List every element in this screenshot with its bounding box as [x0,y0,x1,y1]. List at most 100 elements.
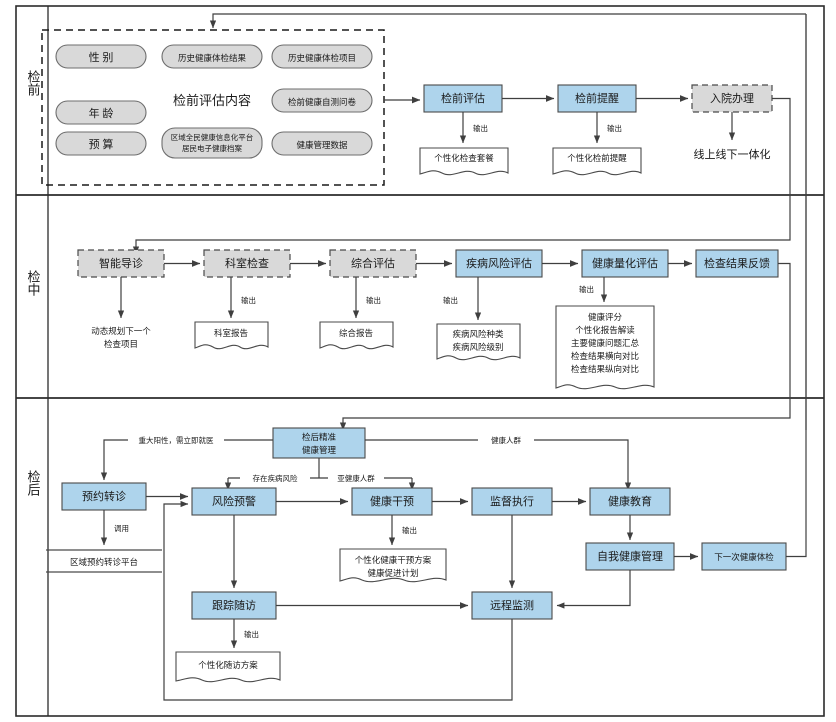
mid-step-label-4: 健康量化评估 [592,256,658,270]
post-step-label-2: 健康干预 [370,494,414,508]
post-output-doc-label-1: 个性化随访方案 [198,660,258,670]
mid-output-doc-label-3a: 健康评分 [588,312,623,322]
pre-input-label-1: 年 龄 [89,106,114,120]
post-step-5: 自我健康管理 [585,542,675,571]
post-output-connector-0: 输出 [402,525,417,535]
post-output-doc-label-0b: 健康促进计划 [367,568,418,578]
pre-step-label-2: 入院办理 [710,91,754,105]
mid-output-connector-0: 输出 [241,295,256,305]
mid-step-2: 综合评估 [329,249,417,278]
pre-output-doc-0: 个性化检查套餐 [419,147,509,176]
lane-label-post-text: 检后 [25,470,41,496]
pre-input-label-6: 检前健康自测问卷 [288,97,357,107]
post-step-label-6: 下一次健康体检 [714,552,774,562]
pre-step-2: 入院办理 [691,84,773,113]
mid-output-connector-2: 输出 [443,295,458,305]
pre-note: 线上线下一体化 [694,147,771,161]
mid-note-line2: 检查项目 [104,339,138,349]
lane-frame [15,5,825,717]
pre-output-doc-label-1: 个性化检前提醒 [567,153,627,163]
pre-input-pill-6: 检前健康自测问卷 [271,88,373,113]
pre-input-label-3: 历史健康体检结果 [178,53,247,63]
post-step-3: 监督执行 [471,487,553,516]
mid-output-doc-1: 综合报告 [319,321,394,350]
post-step-0: 预约转诊 [61,482,147,511]
mid-step-5: 检查结果反馈 [695,249,779,278]
mid-output-doc-label-1: 综合报告 [339,328,373,338]
mid-output-doc-3: 健康评分 个性化报告解读 主要健康问题汇总 检查结果横向对比 检查结果纵向对比 [555,305,655,390]
post-step-1: 风险预警 [191,487,277,516]
pre-output-connector-0: 输出 [473,123,488,133]
pre-input-label-4b: 居民电子健康档案 [182,143,242,153]
post-hub-line2: 健康管理 [302,445,337,455]
post-hub-line1: 检后精准 [302,432,337,442]
post-step-label-8: 远程监测 [490,599,534,612]
mid-output-doc-label-3d: 检查结果横向对比 [571,351,639,361]
mid-output-doc-0: 科室报告 [194,321,269,350]
pre-step-0: 检前评估 [423,84,503,113]
pre-input-pill-5: 历史健康体检项目 [271,44,373,69]
pre-input-pill-2: 预 算 [55,131,147,156]
mid-output-connector-3: 输出 [579,284,594,294]
pre-output-doc-1: 个性化检前提醒 [552,147,642,176]
post-step-label-1: 风险预警 [212,494,256,508]
mid-output-doc-label-2b: 疾病风险级别 [452,342,503,352]
mid-note-line1: 动态规划下一个 [91,326,151,336]
mid-step-4: 健康量化评估 [581,249,669,278]
post-edge-label-2: 亚健康人群 [337,473,375,483]
post-step-4: 健康教育 [589,487,671,516]
lane-label-mid: 检中 [18,270,48,299]
post-edge-label-0: 重大阳性，需立即就医 [139,435,214,445]
post-output-connector-1: 输出 [244,629,259,639]
mid-step-0: 智能导诊 [77,249,165,278]
lane-label-pre-text: 检前 [25,70,41,96]
post-step-label-3: 监督执行 [490,494,534,508]
mid-step-label-1: 科室检查 [225,256,269,270]
pre-input-label-0: 性 别 [89,50,114,64]
mid-step-label-5: 检查结果反馈 [704,256,770,270]
post-edge-label-3: 健康人群 [491,435,521,445]
pre-input-label-2: 预 算 [89,137,114,151]
pre-step-label-1: 检前提醒 [575,91,619,105]
pre-group-box [41,29,385,186]
mid-output-doc-label-3e: 检查结果纵向对比 [571,364,639,374]
mid-output-doc-label-2a: 疾病风险种类 [452,329,504,339]
post-step-2: 健康干预 [351,487,433,516]
mid-output-connector-1: 输出 [366,295,381,305]
post-step-label-5: 自我健康管理 [597,549,663,563]
post-platform-label: 区域预约转诊平台 [70,557,138,567]
lane-label-post: 检后 [18,470,48,499]
post-step-label-7: 跟踪随访 [212,598,256,612]
post-platform: 区域预约转诊平台 [46,549,162,573]
lane-label-pre: 检前 [18,70,48,99]
mid-step-3: 疾病风险评估 [455,249,543,278]
pre-step-1: 检前提醒 [557,84,637,113]
pre-step-label-0: 检前评估 [441,91,485,105]
post-step-label-0: 预约转诊 [82,489,126,503]
pre-input-pill-0: 性 别 [55,44,147,69]
mid-output-doc-label-3b: 个性化报告解读 [575,325,635,335]
mid-output-doc-label-0: 科室报告 [214,328,248,338]
post-edge-label-1: 存在疾病风险 [253,473,298,483]
post-step-8: 远程监测 [471,591,553,620]
pre-group-title: 检前评估内容 [173,93,251,108]
mid-step-label-3: 疾病风险评估 [466,256,532,270]
lane-label-mid-text: 检中 [25,270,41,296]
pre-input-pill-1: 年 龄 [55,100,147,125]
mid-output-doc-2: 疾病风险种类 疾病风险级别 [436,323,521,361]
pre-output-connector-1: 输出 [607,123,622,133]
post-step-label-4: 健康教育 [608,494,652,508]
post-hub: 检后精准 健康管理 [272,427,366,459]
mid-step-label-2: 综合评估 [351,256,395,270]
post-output-doc-0: 个性化健康干预方案 健康促进计划 [339,548,447,583]
post-output-doc-label-0a: 个性化健康干预方案 [355,555,432,565]
pre-input-label-7: 健康管理数据 [296,140,348,150]
post-output-doc-1: 个性化随访方案 [175,651,281,683]
pre-output-doc-label-0: 个性化检查套餐 [434,153,494,163]
pre-input-pill-4: 区域全民健康信息化平台 居民电子健康档案 [161,127,263,159]
post-edge-label-4: 调用 [114,524,129,533]
pre-entry-arrow [209,13,806,29]
post-step-7: 跟踪随访 [191,591,277,620]
pre-input-pill-3: 历史健康体检结果 [161,44,263,69]
